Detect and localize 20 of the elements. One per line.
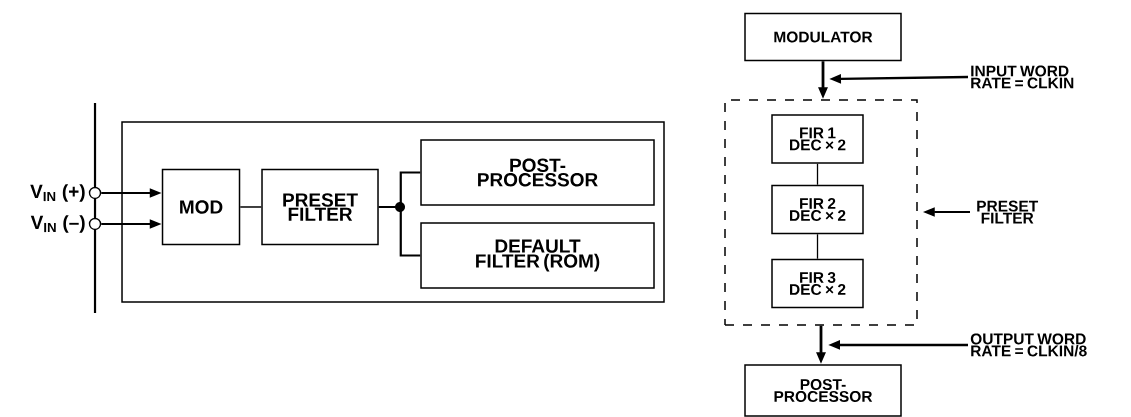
block-box: FIR 3 DEC × 2 [771, 258, 864, 309]
chip-outline [121, 121, 665, 303]
block-box: FIR 2 DEC × 2 [771, 184, 864, 235]
block-box: POST- PROCESSOR [420, 139, 655, 206]
signal-label: OUTPUT WORD RATE = CLKIN/8 [970, 333, 1087, 357]
block-box: PRESET FILTER [261, 168, 379, 246]
connector-line [816, 233, 819, 260]
block-box: MODULATOR [744, 12, 902, 62]
block-box: FIR 1 DEC × 2 [771, 114, 864, 164]
block-box: DEFAULT FILTER (ROM) [420, 222, 655, 289]
block-box: MOD [161, 168, 241, 246]
connector-line [378, 205, 421, 257]
block-box: POST- PROCESSOR [744, 364, 902, 417]
connector-line [239, 206, 262, 208]
pin-label: V$_{IN}$ (+) [30, 184, 85, 202]
pin-label: V$_{IN}$ (–) [30, 215, 85, 233]
signal-label: PRESET FILTER [977, 200, 1039, 224]
connector-line [816, 163, 819, 186]
dashed-group-box [724, 99, 918, 326]
signal-label: INPUT WORD RATE = CLKIN [971, 65, 1074, 89]
